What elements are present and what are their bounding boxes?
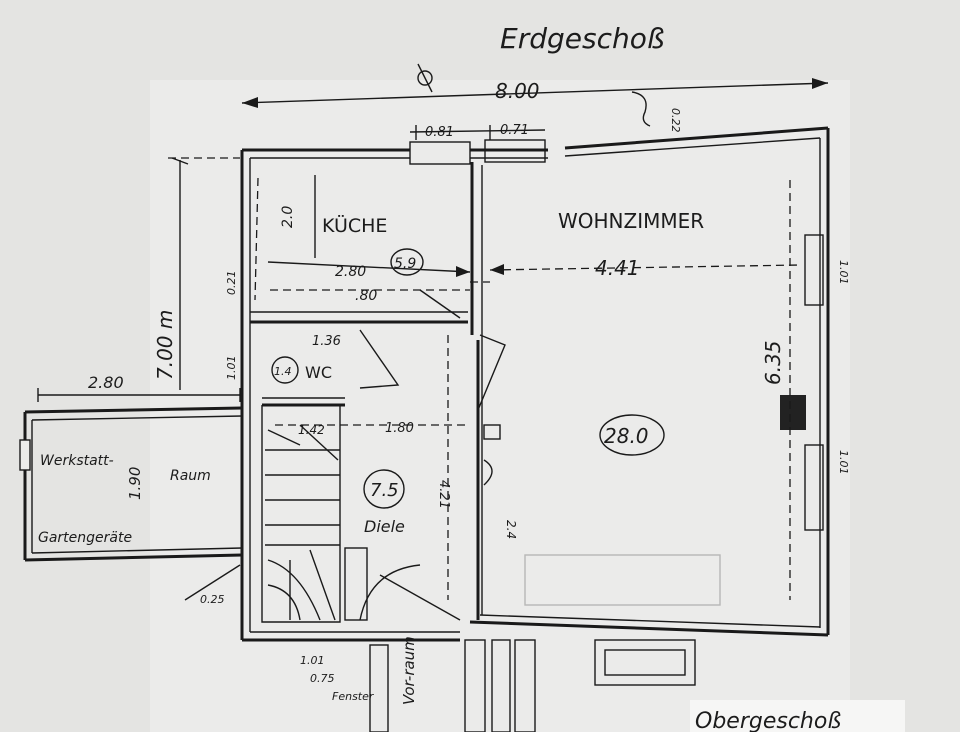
living-area-circle — [599, 414, 665, 456]
living-area: 28.0 — [604, 424, 649, 448]
kitchen-area: 5.9 — [394, 256, 416, 272]
window-b-dim: 0.71 — [500, 123, 529, 138]
entry-label: Vor-raum — [400, 636, 418, 705]
hall-width-dim: 1.80 — [385, 421, 414, 436]
door-swings — [359, 289, 506, 621]
living-depth-dim: 6.35 — [761, 340, 785, 385]
right-dim-a: 1.01 — [837, 260, 850, 285]
room-labels: KÜCHE 5.9 WOHNZIMMER 28.0 1.4 WC 7.5 Die… — [271, 209, 704, 705]
living-room-label: WOHNZIMMER — [558, 209, 704, 233]
paper-sheet — [150, 80, 850, 732]
overall-width-label: 8.00 — [495, 79, 540, 103]
outer-walls — [240, 126, 830, 642]
overall-depth-dimension: 7.00 m — [153, 157, 240, 390]
top-right-dim: 0.22 — [669, 108, 682, 133]
hall-label: Diele — [364, 517, 405, 536]
entrance-structures — [369, 554, 721, 732]
staircase: 1.42 — [265, 423, 368, 621]
bottom-dim-a: 1.01 — [300, 654, 325, 667]
window-note: Fenster — [332, 690, 375, 703]
kitchen-area-circle — [390, 248, 424, 276]
bottom-dim-b: 0.75 — [310, 672, 335, 685]
annex-depth-dim: 1.90 — [126, 467, 144, 500]
wc-area-circle — [271, 356, 299, 384]
interior-dimensions: 2.0 2.80 .80 1.36 1.80 4.21 4.41 6.35 0.… — [184, 175, 850, 685]
annex-workshop: 2.80 1.90 Werkstatt- Raum Gartengeräte — [19, 373, 243, 562]
bottom-dim-c: 0.25 — [200, 593, 225, 606]
wc-area: 1.4 — [274, 365, 292, 378]
interior-walls — [250, 162, 490, 623]
hall-depth-dim: 4.21 — [436, 480, 451, 509]
stair-dim: 1.42 — [298, 423, 325, 437]
next-floor-heading: Obergeschoß — [695, 709, 841, 732]
wc-label: WC — [305, 363, 332, 382]
annex-width-dim: 2.80 — [88, 373, 124, 392]
small-dim-b: 1.01 — [225, 356, 238, 381]
window-a-dim: 0.81 — [425, 125, 454, 140]
overall-width-dimension: 8.00 0.22 — [241, 63, 829, 133]
living-width-dim: 4.41 — [595, 256, 640, 280]
door-dim: 2.4 — [504, 520, 518, 539]
kitchen-depth-dim: 2.0 — [280, 206, 296, 228]
hall-area: 7.5 — [370, 480, 399, 501]
plan-heading: Erdgeschoß — [500, 22, 664, 55]
kitchen-sub-dim: .80 — [355, 288, 377, 304]
right-dim-b: 1.01 — [837, 450, 850, 475]
wc-width-dim: 1.36 — [312, 334, 341, 349]
annex-label-1: Werkstatt- — [40, 453, 114, 469]
hall-area-circle — [363, 469, 405, 509]
label-strip — [690, 700, 905, 732]
annex-label-3: Gartengeräte — [38, 530, 132, 546]
overall-depth-label: 7.00 m — [153, 310, 177, 380]
top-window-dimensions: 0.81 0.71 — [409, 123, 546, 140]
kitchen-label: KÜCHE — [322, 214, 387, 237]
annex-label-2: Raum — [170, 468, 211, 484]
kitchen-width-dim: 2.80 — [335, 264, 366, 280]
small-dim-a: 0.21 — [225, 271, 238, 296]
